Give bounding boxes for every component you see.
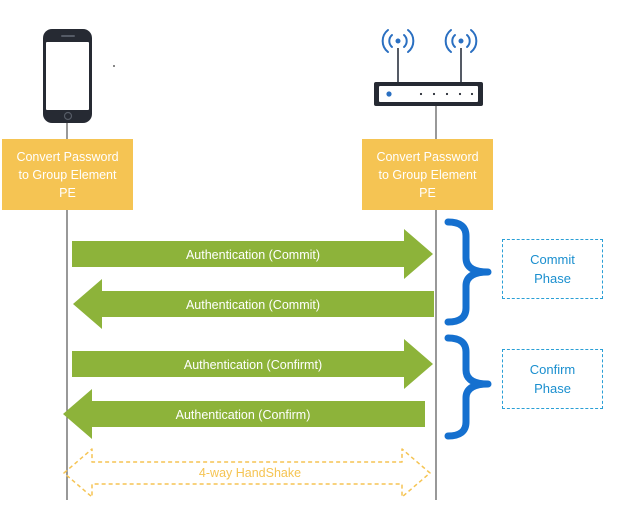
left-convert-box: Convert Password to Group Element PE (2, 139, 133, 210)
right-convert-box: Convert Password to Group Element PE (362, 139, 493, 210)
wifi-signal-icon (381, 29, 415, 53)
box-line: to Group Element (378, 167, 477, 182)
message-label: Authentication (Confirmt) (184, 358, 322, 372)
message-arrow: Authentication (Commit) (73, 279, 434, 329)
box-line: Convert Password (16, 149, 119, 164)
handshake-arrow (63, 448, 431, 498)
box-line: to Group Element (18, 167, 117, 182)
phase-line: Phase (534, 271, 571, 286)
message-arrow: Authentication (Commit) (72, 229, 433, 279)
box-line: PE (59, 185, 76, 200)
message-label: Authentication (Confirm) (176, 408, 311, 422)
commit-brace (444, 218, 492, 326)
confirm-brace (444, 334, 492, 440)
wifi-signal-icon (444, 29, 478, 53)
message-label: Authentication (Commit) (186, 298, 320, 312)
phase-line: Commit (530, 252, 575, 267)
message-arrow: Authentication (Confirm) (63, 389, 425, 439)
phase-line: Phase (534, 381, 571, 396)
message-label: Authentication (Commit) (186, 248, 320, 262)
box-line: PE (419, 185, 436, 200)
smartphone-icon (43, 29, 92, 123)
commit-phase-box: Commit Phase (502, 239, 603, 299)
message-arrow: Authentication (Confirmt) (72, 339, 433, 389)
router-icon (374, 29, 483, 106)
handshake-label: 4-way HandShake (198, 466, 302, 480)
phase-line: Confirm (529, 362, 576, 377)
stray-dot (113, 65, 115, 67)
confirm-phase-box: Confirm Phase (502, 349, 603, 409)
box-line: Convert Password (376, 149, 479, 164)
